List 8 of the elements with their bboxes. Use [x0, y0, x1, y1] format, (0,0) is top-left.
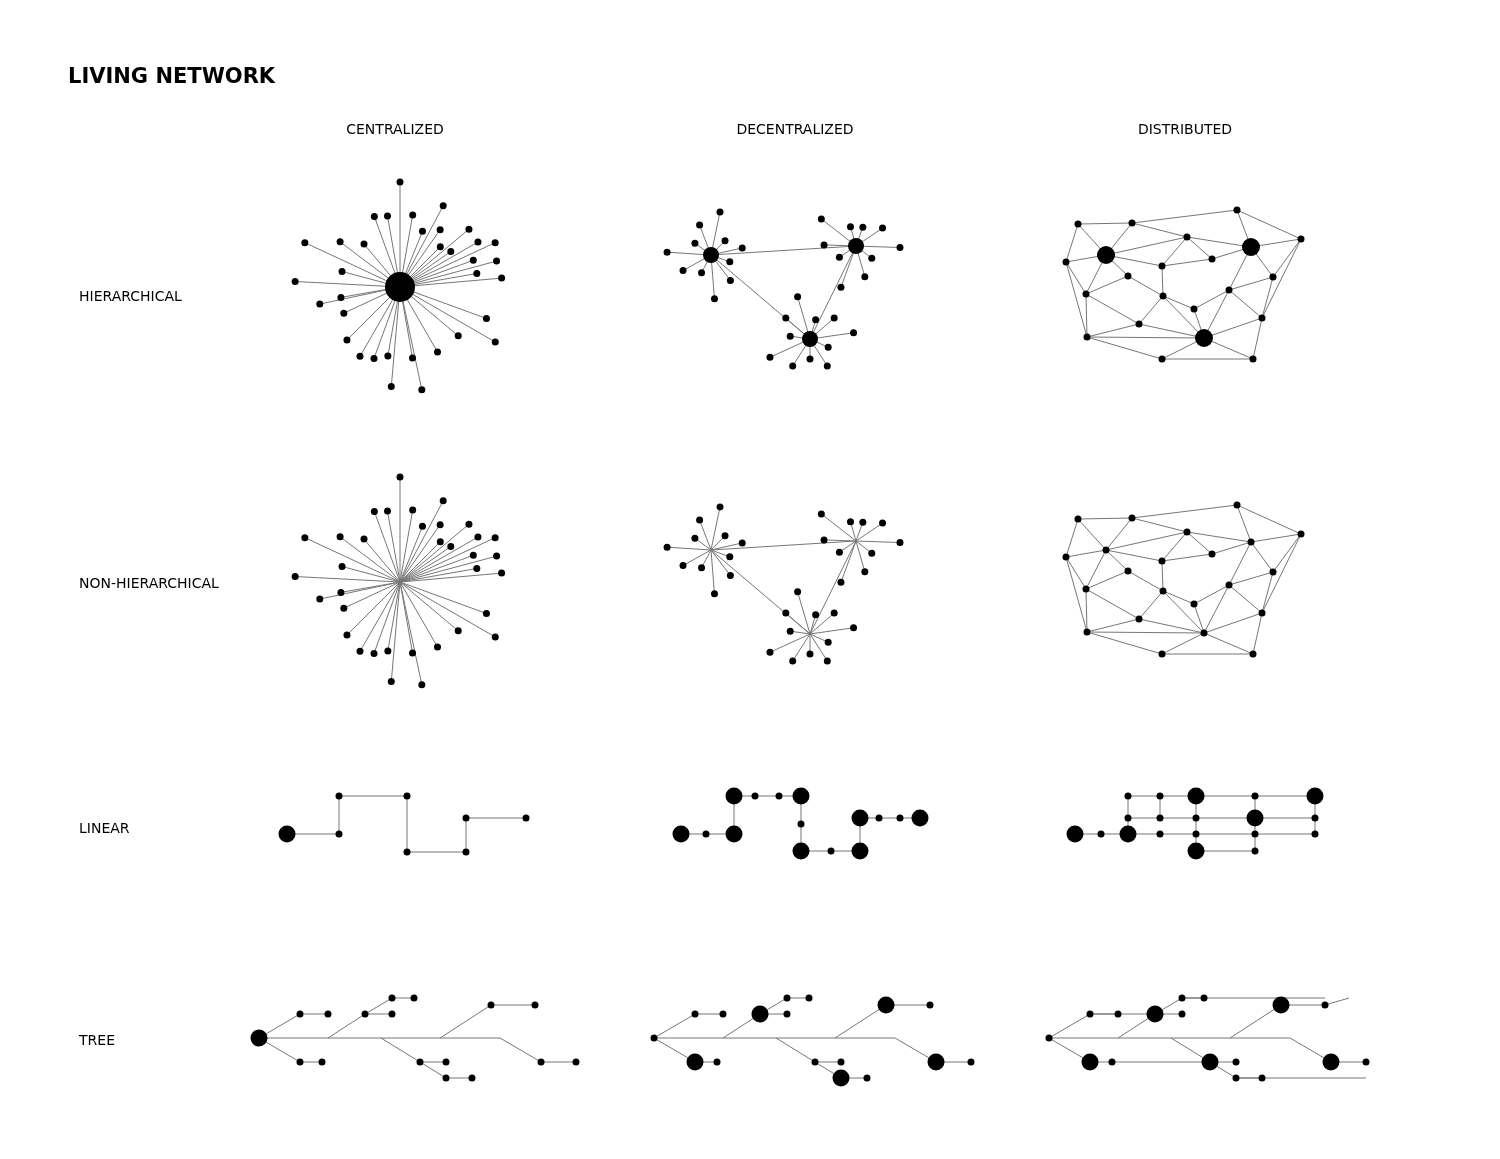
row-heading: HIERARCHICAL	[79, 288, 182, 304]
row-heading: LINEAR	[79, 820, 130, 836]
row-heading: NON-HIERARCHICAL	[79, 575, 219, 591]
column-heading: DISTRIBUTED	[1137, 121, 1233, 137]
column-heading: CENTRALIZED	[346, 121, 444, 137]
diagram-title: LIVING NETWORK	[68, 64, 276, 88]
row-heading: TREE	[79, 1032, 115, 1048]
column-heading: DECENTRALIZED	[736, 121, 854, 137]
